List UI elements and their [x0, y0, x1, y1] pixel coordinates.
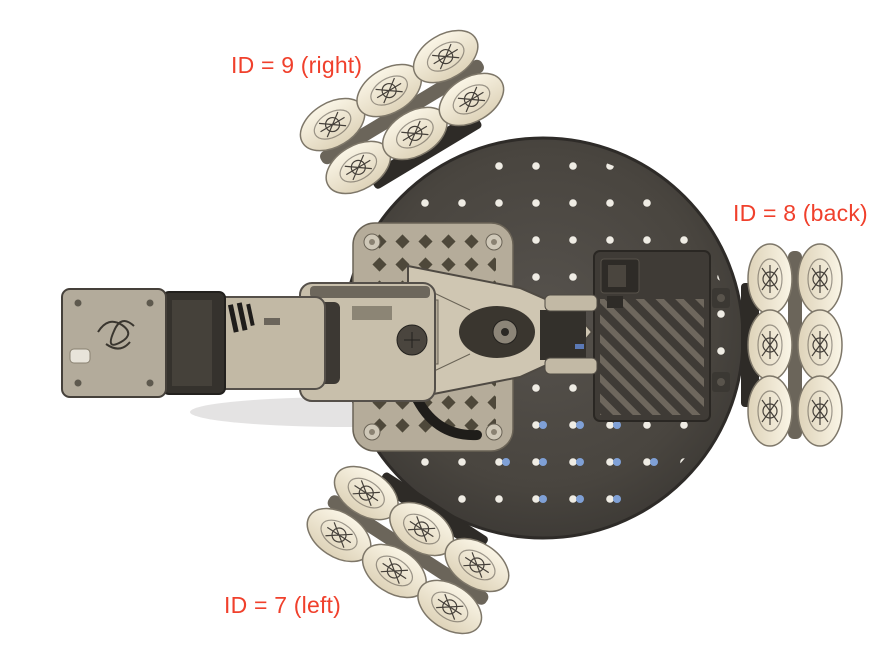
plate-blue-holes [502, 421, 658, 503]
gripper-adapter [162, 291, 226, 395]
label-wheel-id8-back: ID = 8 (back) [733, 200, 868, 226]
electronics-box [593, 250, 711, 422]
arm-cable [410, 390, 482, 441]
wheel-id7-left [298, 450, 522, 645]
vent-grille [600, 299, 704, 415]
wheel-id8-back [741, 244, 842, 446]
arm-wrist-segment [214, 296, 326, 390]
end-plate-slot [69, 348, 91, 364]
label-wheel-id7-left: ID = 7 (left) [224, 592, 341, 618]
label-wheel-id9-right: ID = 9 (right) [231, 52, 363, 78]
plate-edge-tabs [712, 288, 730, 392]
gripper-end-plate [61, 288, 167, 398]
mount-screws [363, 233, 503, 441]
wheel-id9-right [291, 20, 516, 211]
gripper-fingers [540, 294, 598, 375]
end-plate-holes [74, 299, 154, 387]
robot-arm [61, 264, 598, 441]
gripper-marker [575, 344, 584, 349]
logo-engraving [97, 320, 135, 350]
